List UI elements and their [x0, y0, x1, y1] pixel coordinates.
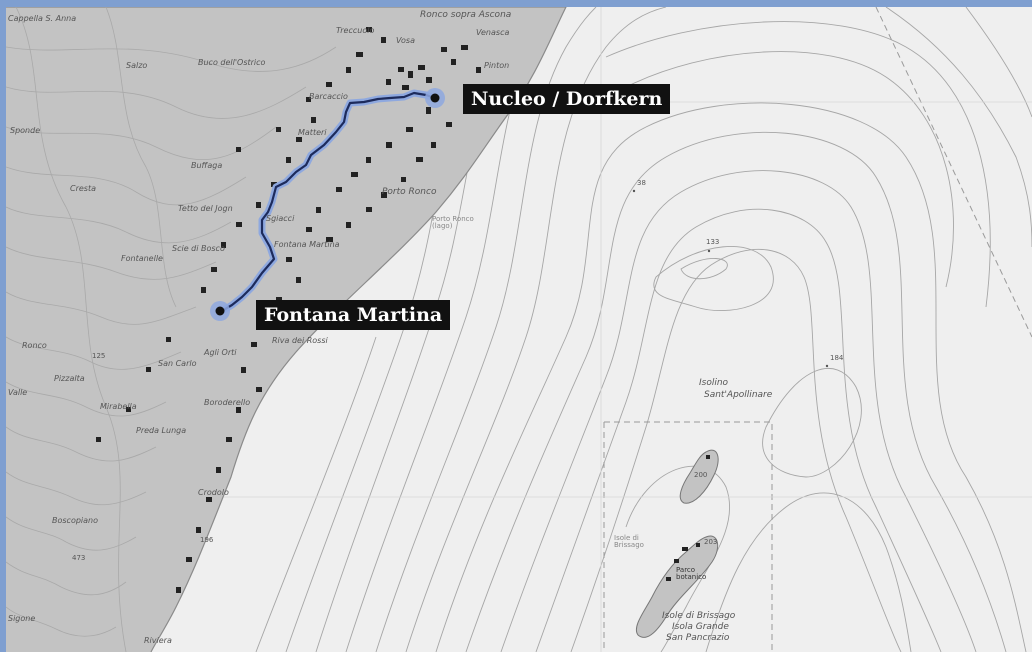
place-label-cappella: Cappella S. Anna	[8, 14, 77, 23]
place-label-riva: Riva dei Rossi	[272, 336, 328, 345]
height-133: 133	[706, 238, 720, 246]
place-label-ronco: Ronco sopra Ascona	[420, 10, 512, 20]
place-label-boscopiano: Boscopiano	[52, 516, 99, 525]
height-125: 125	[92, 352, 106, 360]
island-buildings	[666, 455, 710, 581]
height-38: 38	[637, 179, 646, 187]
place-label-barcaccio: Barcaccio	[309, 92, 348, 101]
place-label-isole-small: Isole di Brissago	[614, 534, 644, 549]
start-marker[interactable]	[430, 93, 440, 103]
place-label-buco: Buco dell'Ostrico	[198, 58, 266, 67]
lake-contours	[255, 7, 1032, 652]
place-label-fontana: Fontana Martina	[274, 240, 340, 249]
place-label-san-pancrazio: San Pancrazio	[666, 633, 730, 643]
place-label-isolino: Isolino	[699, 378, 729, 388]
place-label-treccuolo: Treccuolo	[336, 26, 375, 35]
place-label-vosa: Vosa	[396, 36, 415, 45]
place-label-salzo: Salzo	[126, 61, 148, 70]
place-label-fontanelle: Fontanelle	[121, 254, 163, 263]
place-label-sigone: Sigone	[8, 614, 36, 623]
boundary-lines	[603, 7, 1032, 652]
end-marker[interactable]	[215, 306, 225, 316]
place-label-parco-botanico: Parco botanico	[676, 566, 707, 581]
place-label-tetto: Tetto del Jogn	[178, 204, 233, 213]
place-label-venasca: Venasca	[476, 28, 510, 37]
place-label-riviera: Riviera	[144, 636, 172, 645]
place-label-sgiacci: Sgiacci	[266, 214, 295, 223]
height-196: 196	[200, 536, 214, 544]
end-label[interactable]: Fontana Martina	[256, 300, 451, 330]
place-label-mirabella: Mirabella	[100, 402, 137, 411]
height-203: 203	[704, 538, 718, 546]
place-label-pizzalta: Pizzalta	[54, 374, 85, 383]
place-label-ronco-low: Ronco	[22, 341, 47, 350]
height-184: 184	[830, 354, 844, 362]
route	[210, 88, 445, 321]
island-small	[679, 449, 719, 504]
spot-heights	[632, 189, 829, 368]
island-large	[636, 535, 719, 638]
place-label-san-carlo: San Carlo	[158, 359, 197, 368]
route-line	[220, 91, 437, 313]
map-view[interactable]: Nucleo / Dorfkern Fontana Martina Cappel…	[6, 7, 1032, 652]
place-label-matteri: Matteri	[298, 128, 327, 137]
place-label-preda-lunga: Preda Lunga	[136, 426, 187, 435]
place-label-sant-apollinare: Sant'Apollinare	[704, 390, 773, 400]
place-label-crodolo: Crodolo	[198, 488, 229, 497]
place-label-buffaga: Buffaga	[191, 161, 223, 170]
place-label-cresta: Cresta	[70, 184, 97, 193]
place-label-valle: Valle	[8, 388, 28, 397]
start-label[interactable]: Nucleo / Dorfkern	[463, 84, 671, 114]
place-label-boroderello: Boroderello	[204, 398, 251, 407]
height-200: 200	[694, 471, 708, 479]
place-label-porto-ronco: Porto Ronco	[382, 187, 437, 197]
place-label-pinton: Pinton	[484, 61, 510, 70]
place-label-agli-orti: Agli Orti	[204, 348, 237, 357]
height-473: 473	[72, 554, 86, 562]
place-label-sponde: Sponde	[10, 126, 41, 135]
place-label-isole-brissago: Isole di Brissago	[662, 611, 736, 621]
place-label-isola-grande: Isola Grande	[672, 622, 729, 632]
place-label-porto-ronco-lago: Porto Ronco (lago)	[432, 215, 474, 230]
place-label-scie: Scie di Bosco	[172, 244, 225, 253]
